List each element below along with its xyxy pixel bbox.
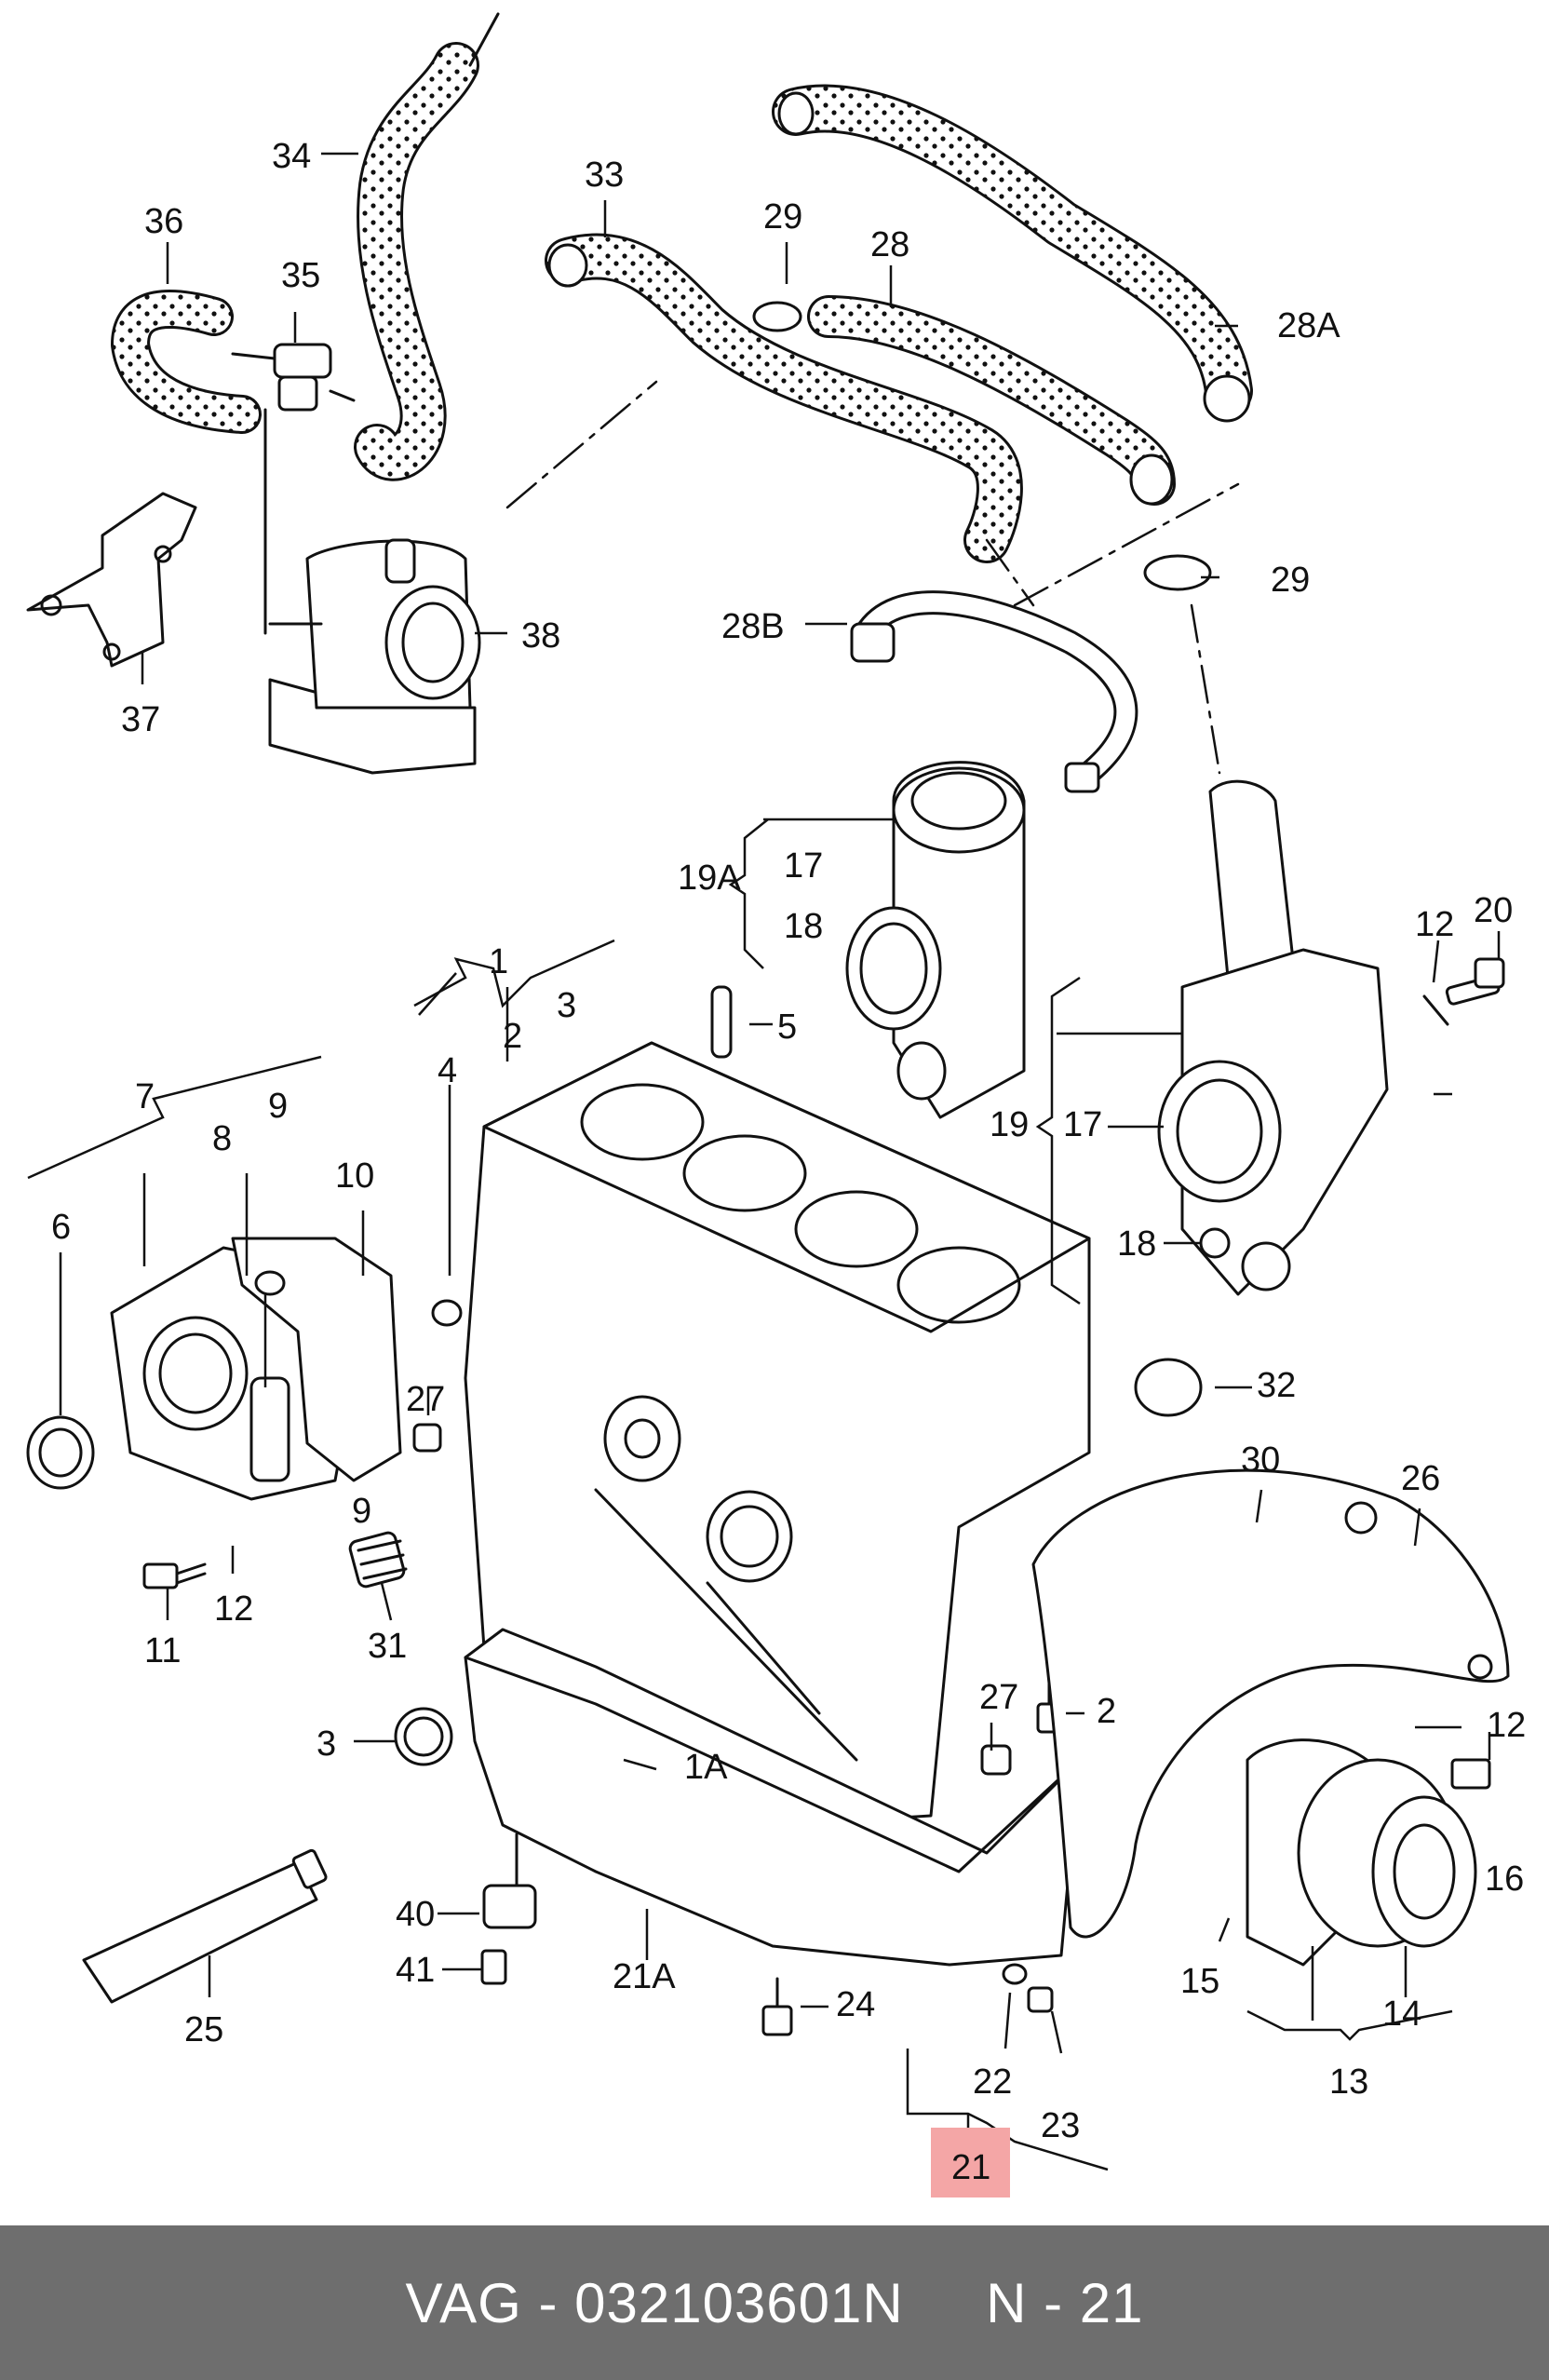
label-2-right: 2 (1097, 1692, 1116, 1731)
label-19: 19 (990, 1105, 1029, 1144)
sealing-flange-14 (1297, 1758, 1477, 1948)
oil-pan-21 (464, 1628, 1091, 1967)
label-8: 8 (212, 1119, 232, 1158)
bolt-24 (761, 1977, 793, 2036)
hose-33 (545, 233, 1023, 563)
hose-28 (807, 295, 1176, 506)
label-32: 32 (1257, 1366, 1296, 1405)
dowel-5 (710, 985, 733, 1059)
label-12-lower-right: 12 (1487, 1706, 1526, 1745)
label-19A: 19A (678, 859, 741, 898)
intermediate-plate-26 (1031, 1468, 1510, 1939)
label-12-left: 12 (214, 1589, 253, 1629)
label-6: 6 (51, 1208, 71, 1247)
footer-bar: VAG - 032103601N N - 21 (0, 2225, 1549, 2380)
throttle-body-38 (268, 538, 481, 775)
exploded-parts-diagram: 34 36 35 37 38 33 29 28 28A 29 28B 19A 1… (26, 12, 1526, 2197)
label-4: 4 (438, 1051, 457, 1090)
label-10: 10 (335, 1156, 374, 1196)
label-28A: 28A (1277, 306, 1340, 345)
bolt-41 (480, 1949, 507, 1985)
label-3-left: 3 (317, 1724, 336, 1764)
bolt-11 (142, 1562, 207, 1589)
label-1A: 1A (684, 1748, 728, 1787)
label-21A: 21A (613, 1957, 676, 1996)
label-9-top: 9 (268, 1087, 288, 1126)
callout-labels: 34 36 35 37 38 33 29 28 28A 29 28B 19A 1… (51, 137, 1526, 2187)
label-23: 23 (1041, 2106, 1080, 2145)
label-17-upper: 17 (784, 846, 823, 886)
shaft-seal-6 (26, 1415, 95, 1490)
label-22: 22 (973, 2062, 1012, 2102)
bolt-16 (1450, 1758, 1491, 1790)
label-28: 28 (870, 225, 909, 264)
hose-clamp-29 (752, 301, 1212, 591)
engine-block (464, 1041, 1091, 1827)
hose-28A (772, 84, 1253, 423)
label-35: 35 (281, 256, 320, 295)
highlight-box-21 (931, 2128, 1010, 2197)
label-26: 26 (1401, 1459, 1440, 1498)
label-29-top: 29 (763, 197, 802, 237)
label-40: 40 (396, 1895, 435, 1934)
spring-31 (348, 1531, 408, 1589)
label-24: 24 (836, 1985, 875, 2024)
plug-32 (1134, 1358, 1203, 1417)
label-30: 30 (1241, 1440, 1280, 1480)
gasket-10 (231, 1237, 402, 1482)
label-2-top: 2 (503, 1017, 522, 1056)
oil-separator-19A (845, 761, 1026, 1119)
label-36: 36 (144, 202, 183, 241)
label-20: 20 (1474, 891, 1513, 930)
dowel-sleeve-4 (431, 1299, 463, 1327)
seal-22 (1002, 1963, 1028, 1985)
sealant-tube-25 (82, 1848, 328, 2004)
drain-plug-23 (1027, 1986, 1054, 2013)
label-15: 15 (1180, 1962, 1219, 2001)
label-18-upper: 18 (784, 907, 823, 946)
oil-level-sensor-40 (482, 1832, 537, 1929)
label-34: 34 (272, 137, 311, 176)
label-29-right: 29 (1271, 561, 1310, 600)
label-1: 1 (489, 942, 508, 981)
highlight-label-21: 21 (951, 2148, 990, 2187)
hose-36 (111, 290, 262, 434)
label-25: 25 (184, 2010, 223, 2049)
label-38: 38 (521, 616, 560, 656)
hose-34 (354, 12, 500, 481)
label-12-right: 12 (1415, 905, 1454, 944)
label-14: 14 (1382, 1995, 1421, 2034)
label-27-left: 27 (406, 1380, 445, 1419)
label-31: 31 (368, 1627, 407, 1666)
label-13: 13 (1329, 2062, 1368, 2102)
bolt-20 (1474, 957, 1505, 989)
part-number-caption: VAG - 032103601N N - 21 (405, 2271, 1144, 2334)
dowel-27 (412, 1423, 1012, 1776)
label-27-right: 27 (979, 1678, 1018, 1717)
tee-connector-35 (231, 343, 356, 635)
label-9-lower: 9 (352, 1492, 371, 1531)
label-37: 37 (121, 700, 160, 739)
label-11: 11 (144, 1631, 181, 1670)
label-41: 41 (396, 1951, 435, 1990)
label-28B: 28B (721, 607, 785, 646)
label-3-top: 3 (557, 986, 576, 1025)
label-18-lower: 18 (1117, 1224, 1156, 1264)
seal-ring-3 (394, 1707, 453, 1766)
label-7: 7 (135, 1077, 155, 1116)
label-16: 16 (1485, 1859, 1524, 1899)
cap-8 (254, 1270, 286, 1296)
bracket-37 (26, 492, 197, 668)
label-33: 33 (585, 156, 624, 195)
label-17-lower: 17 (1063, 1105, 1102, 1144)
label-5: 5 (777, 1007, 797, 1047)
breather-pipe-28B (850, 590, 1138, 793)
oil-separator-19 (1157, 779, 1501, 1296)
